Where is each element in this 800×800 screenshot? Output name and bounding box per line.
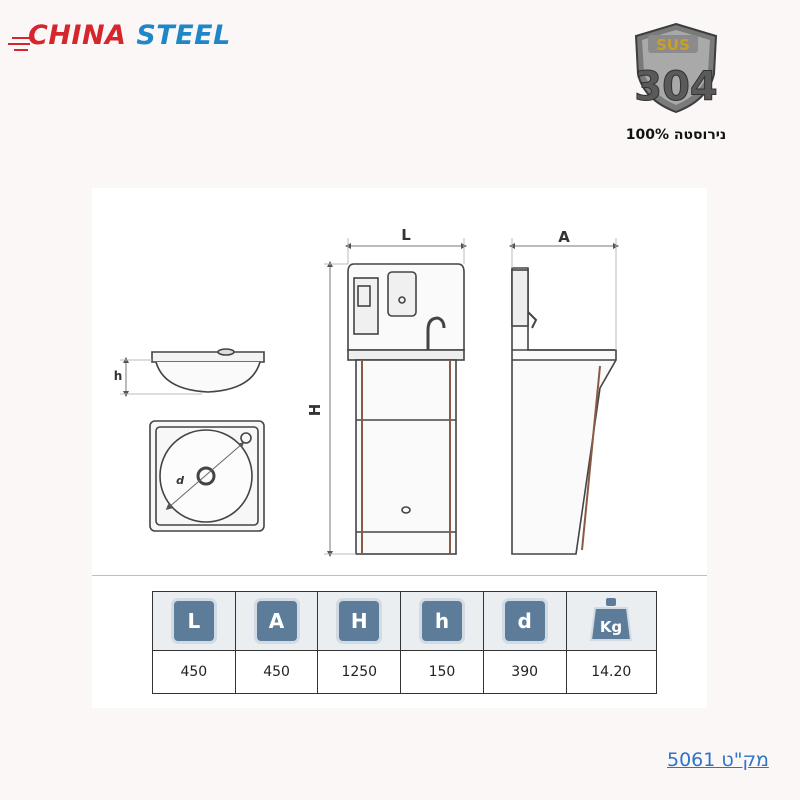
label-h: h [114, 369, 123, 383]
spec-header-L: L [173, 601, 214, 641]
label-d: d [176, 474, 184, 487]
spec-header-H: H [339, 601, 380, 641]
stand-front-view [347, 263, 465, 555]
badge-caption: 100% נירוסטה [625, 127, 727, 143]
basin-top-view [149, 420, 265, 532]
spec-header-cell: H [317, 591, 402, 651]
spec-value-h: 150 [400, 650, 484, 694]
sus304-shield-icon: SUS 304 [634, 22, 718, 114]
spec-value-L: 450 [152, 650, 236, 694]
brand-logo: CHINA STEEL [8, 18, 230, 58]
spec-header-cell: L [152, 591, 236, 651]
brand-word-steel: STEEL [136, 20, 231, 51]
spec-header-h: h [421, 601, 462, 641]
basin-side-view [151, 348, 265, 393]
label-A: A [558, 228, 570, 246]
speed-lines-icon [8, 37, 32, 51]
badge-number-text: 304 [634, 64, 718, 110]
spec-value-Kg: 14.20 [565, 650, 658, 694]
label-L: L [401, 226, 411, 244]
weight-icon: Kg [589, 596, 633, 642]
spec-value-row: 450 450 1250 150 390 14.20 [152, 650, 658, 694]
spec-header-A: A [256, 601, 297, 641]
spec-value-A: 450 [234, 650, 319, 694]
spec-value-d: 390 [482, 650, 567, 694]
spec-header-row: L A H h d Kg [152, 591, 658, 651]
sku-link[interactable]: מק"ט 5061 [667, 749, 769, 771]
technical-drawing: L A H h d [92, 226, 707, 577]
spec-header-Kg: Kg [600, 618, 622, 636]
spec-header-cell: d [482, 591, 567, 651]
spec-header-cell: Kg [565, 591, 658, 651]
spec-table: L A H h d Kg 450 450 1250 150 390 14.2 [152, 591, 658, 694]
stand-side-view [511, 267, 617, 555]
spec-header-cell: A [234, 591, 319, 651]
spec-header-d: d [504, 601, 545, 641]
spec-value-H: 1250 [317, 650, 402, 694]
spec-header-cell: h [400, 591, 484, 651]
brand-name: CHINA STEEL [28, 20, 231, 51]
label-H: H [306, 404, 324, 417]
technical-drawing-panel: L A H h d L A H h d Kg [92, 188, 707, 708]
badge-top-text: SUS [656, 36, 690, 54]
brand-word-china: CHINA [28, 20, 127, 51]
